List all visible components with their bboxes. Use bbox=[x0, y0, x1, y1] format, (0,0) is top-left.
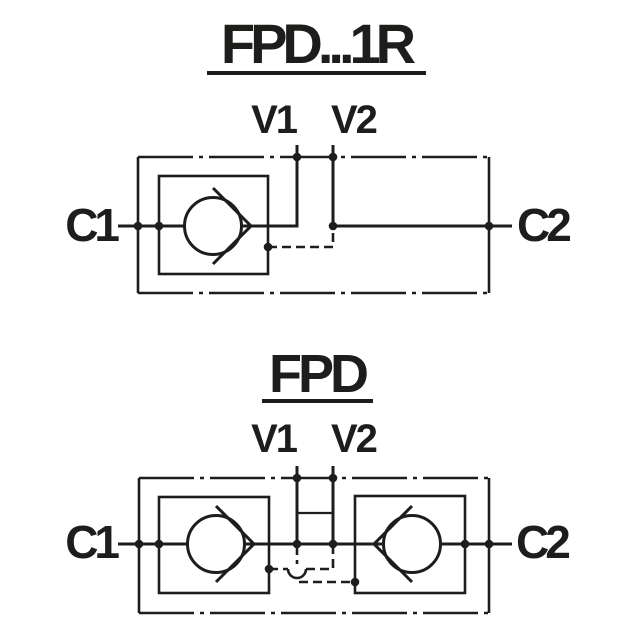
port-label-v1: V1 bbox=[251, 98, 298, 142]
diagram-fpd: FPD V1 V2 C1 C2 bbox=[65, 344, 573, 615]
junction-dot bbox=[484, 221, 494, 231]
diagram-title-fpd-1r: FPD...1R bbox=[221, 12, 416, 75]
pilot-port-dot bbox=[350, 577, 360, 587]
junction-dot bbox=[328, 152, 338, 162]
junction-dots bbox=[134, 473, 494, 587]
diagram-fpd-1r: FPD...1R V1 V2 C1 C2 bbox=[65, 12, 574, 295]
junction-dot bbox=[328, 539, 338, 549]
port-label-c2: C2 bbox=[516, 516, 569, 568]
left-pilot-to-v2 bbox=[306, 546, 335, 571]
junction-dot bbox=[292, 539, 302, 549]
right-check-valve-symbol bbox=[371, 504, 442, 584]
junction-dot bbox=[133, 221, 143, 231]
junction-dots bbox=[133, 152, 494, 252]
junction-dot bbox=[484, 539, 494, 549]
pilot-line-hop-arc bbox=[286, 568, 308, 580]
check-ball-icon bbox=[183, 196, 243, 256]
port-label-c1: C1 bbox=[65, 516, 119, 568]
junction-dot bbox=[328, 473, 338, 483]
check-seat-icon bbox=[214, 504, 257, 584]
port-label-v2: V2 bbox=[331, 417, 377, 461]
diagram-title-fpd: FPD bbox=[269, 344, 367, 404]
check-valve-symbol bbox=[183, 186, 254, 266]
pilot-port-dot bbox=[264, 564, 274, 574]
c1-to-v1-line bbox=[118, 145, 299, 228]
port-label-c1: C1 bbox=[65, 199, 119, 251]
check-seat-icon bbox=[211, 186, 254, 266]
port-label-v2: V2 bbox=[331, 98, 377, 142]
port-label-c2: C2 bbox=[517, 199, 570, 251]
junction-dot bbox=[134, 539, 144, 549]
pilot-lines bbox=[269, 546, 355, 584]
junction-dot bbox=[292, 152, 302, 162]
port-label-v1: V1 bbox=[251, 417, 298, 461]
check-ball-icon bbox=[382, 514, 442, 574]
pilot-port-dot bbox=[263, 242, 273, 252]
junction-dot bbox=[460, 539, 470, 549]
check-seat-icon bbox=[371, 504, 414, 584]
junction-dot bbox=[154, 221, 164, 231]
junction-dot bbox=[154, 539, 164, 549]
pilot-line bbox=[268, 228, 335, 249]
left-check-valve-symbol bbox=[186, 504, 257, 584]
junction-dot bbox=[328, 221, 338, 231]
junction-dot bbox=[292, 473, 302, 483]
check-ball-icon bbox=[186, 514, 246, 574]
